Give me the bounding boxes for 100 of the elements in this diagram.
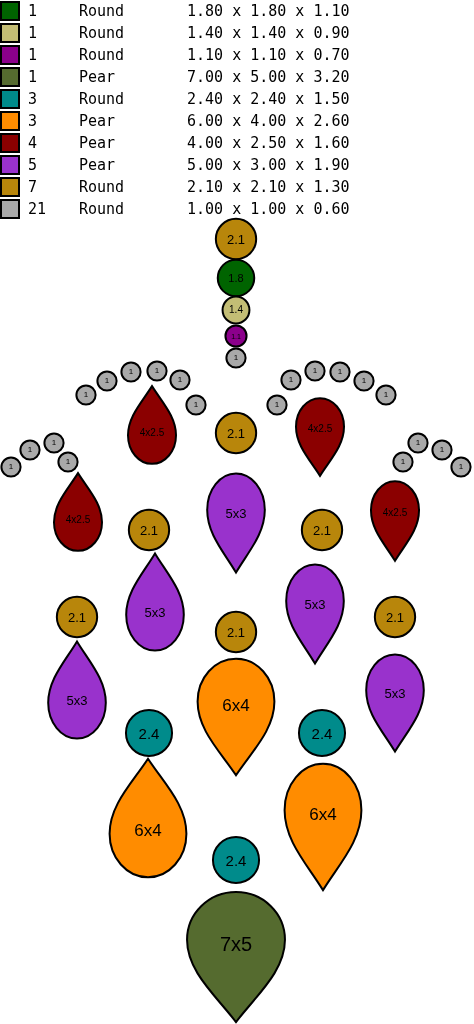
round-stone xyxy=(225,325,247,347)
stone-dimensions: 5.00 x 3.00 x 1.90 xyxy=(187,154,350,176)
pear-stone xyxy=(47,640,107,740)
round-stone xyxy=(212,836,260,884)
stone-size-label: 1 xyxy=(128,368,134,376)
stone-size-label: 1 xyxy=(8,463,14,471)
pear-stone xyxy=(285,563,345,665)
stone-size-label: 1 xyxy=(439,446,445,454)
round-stone xyxy=(301,509,343,551)
stone-dimensions: 1.40 x 1.40 x 0.90 xyxy=(187,22,350,44)
round-stone xyxy=(128,509,170,551)
stone-dimensions: 2.40 x 2.40 x 1.50 xyxy=(187,88,350,110)
stone-dimensions: 4.00 x 2.50 x 1.60 xyxy=(187,132,350,154)
stone-cut: Round xyxy=(79,176,126,198)
round-stone xyxy=(376,385,396,405)
pear-stone xyxy=(185,890,287,1024)
round-stone xyxy=(354,371,374,391)
stone-cut: Pear xyxy=(79,154,117,176)
stone-dimensions: 2.10 x 2.10 x 1.30 xyxy=(187,176,350,198)
stone-size-label: 5x3 xyxy=(144,605,166,619)
stone-size-label: 5x3 xyxy=(225,506,247,520)
pear-stone xyxy=(295,397,345,477)
stone-size-label: 2.1 xyxy=(226,232,246,246)
round-stone xyxy=(58,452,78,472)
stone-size-label: 1 xyxy=(177,376,183,384)
stone-size-label: 1 xyxy=(312,367,318,375)
stone-size-label: 1 xyxy=(51,439,57,447)
stone-size-label: 2.1 xyxy=(139,523,159,537)
stone-size-label: 4x2.5 xyxy=(382,507,408,518)
stone-dimensions: 1.00 x 1.00 x 0.60 xyxy=(187,198,350,220)
round-stone xyxy=(217,259,255,297)
stone-size-label: 6x4 xyxy=(222,696,250,714)
stone-size-label: 1 xyxy=(337,368,343,376)
round-stone xyxy=(76,385,96,405)
round-stone xyxy=(451,457,471,477)
stone-size-label: 1 xyxy=(288,376,294,384)
round-stone xyxy=(432,440,452,460)
stone-dimensions: 6.00 x 4.00 x 2.60 xyxy=(187,110,350,132)
stone-size-label: 1 xyxy=(154,367,160,375)
stone-count: 1 xyxy=(28,44,39,66)
stone-size-label: 2.4 xyxy=(311,725,333,741)
pear-stone xyxy=(127,385,177,465)
pear-stone xyxy=(53,472,103,552)
round-stone xyxy=(121,362,141,382)
pear-stone xyxy=(196,657,276,777)
stone-size-label: 1 xyxy=(65,458,71,466)
round-stone xyxy=(186,395,206,415)
stone-size-label: 1.4 xyxy=(229,305,243,315)
stone-size-label: 2.1 xyxy=(226,625,246,639)
round-stone xyxy=(281,370,301,390)
round-stone xyxy=(1,457,21,477)
round-stone xyxy=(408,433,428,453)
pear-stone xyxy=(370,480,420,562)
stone-size-label: 5x3 xyxy=(66,693,88,707)
stone-size-label: 1 xyxy=(104,377,110,385)
pear-stone xyxy=(283,762,363,892)
stone-size-label: 2.1 xyxy=(385,610,405,624)
pear-stone xyxy=(365,653,425,753)
round-stone xyxy=(125,709,173,757)
stone-count: 1 xyxy=(28,22,39,44)
stone-cut: Round xyxy=(79,44,126,66)
round-stone xyxy=(56,596,98,638)
pear-stone xyxy=(206,472,266,574)
stone-size-label: 1 xyxy=(274,401,280,409)
stone-count: 3 xyxy=(28,110,39,132)
pear-stone xyxy=(125,552,185,652)
stone-size-label: 2.4 xyxy=(138,725,160,741)
round-stone xyxy=(298,709,346,757)
round-stone xyxy=(305,361,325,381)
round-stone xyxy=(267,395,287,415)
stone-count: 7 xyxy=(28,176,39,198)
stone-size-label: 1 xyxy=(415,439,421,447)
stone-cut: Pear xyxy=(79,66,117,88)
round-stone xyxy=(330,362,350,382)
stone-cut: Pear xyxy=(79,110,117,132)
stone-size-label: 2.1 xyxy=(312,523,332,537)
stone-size-label: 1 xyxy=(193,401,199,409)
stone-size-label: 2.1 xyxy=(226,426,246,440)
round-stone xyxy=(226,348,246,368)
stone-cut: Round xyxy=(79,0,126,22)
round-stone xyxy=(393,452,413,472)
pear-stone xyxy=(108,757,188,879)
stone-size-label: 4x2.5 xyxy=(139,428,165,438)
stone-size-label: 2.1 xyxy=(67,610,87,624)
stone-dimensions: 1.10 x 1.10 x 0.70 xyxy=(187,44,350,66)
stone-size-label: 1 xyxy=(458,463,464,471)
stone-count: 4 xyxy=(28,132,39,154)
stone-count: 21 xyxy=(28,198,48,220)
round-stone xyxy=(147,361,167,381)
stone-size-label: 1 xyxy=(361,377,367,385)
stone-cut: Round xyxy=(79,88,126,110)
stone-size-label: 6x4 xyxy=(309,805,337,823)
stone-cut: Pear xyxy=(79,132,117,154)
round-stone xyxy=(222,296,250,324)
stone-cut: Round xyxy=(79,198,126,220)
stone-size-label: 1 xyxy=(27,446,33,454)
stone-size-label: 6x4 xyxy=(134,821,162,839)
stone-size-label: 1 xyxy=(83,391,89,399)
stone-size-label: 5x3 xyxy=(384,686,406,700)
stone-size-label: 1 xyxy=(233,354,239,362)
